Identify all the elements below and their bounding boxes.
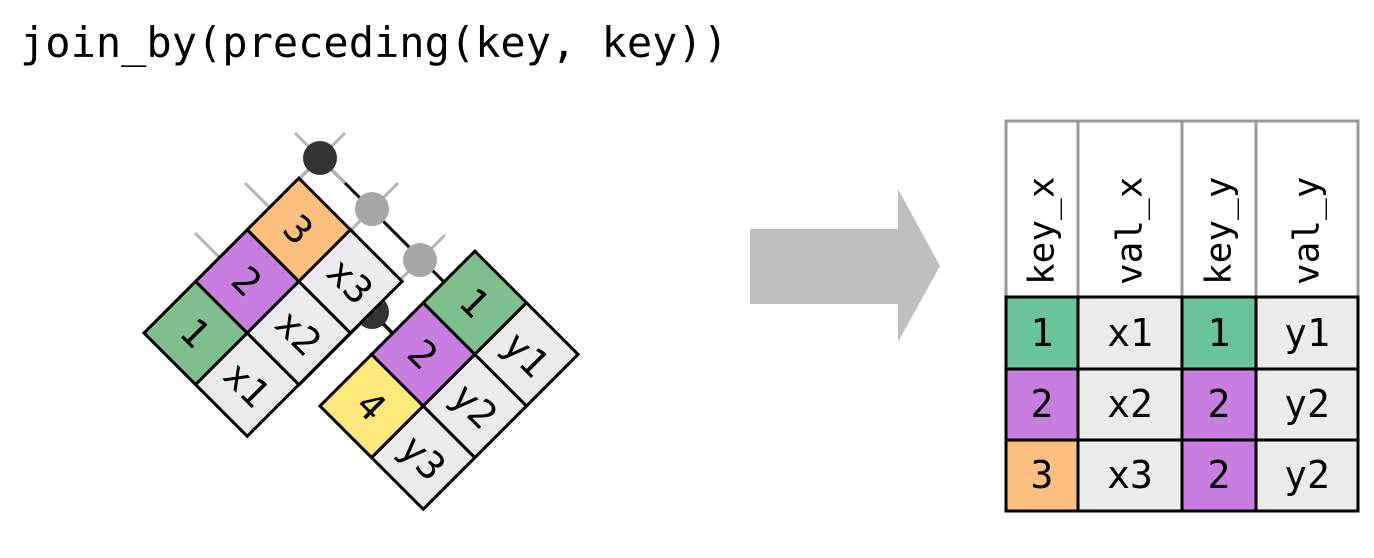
page-title: join_by(preceding(key, key))	[20, 18, 729, 67]
match-dot	[303, 141, 337, 175]
y-table: 4 2 1 y3 y2 y1	[317, 249, 581, 512]
x-table: 1 2 3 x1 x2 x3	[141, 176, 405, 439]
table-cell: 2	[1031, 382, 1054, 426]
x-val-cell	[296, 227, 405, 336]
val-y-cell	[1254, 438, 1360, 513]
table-cell: x2	[1107, 382, 1153, 426]
table-cell: y2	[1284, 453, 1330, 497]
table-cell: x1	[1107, 311, 1153, 355]
table-cell: x3	[1107, 453, 1153, 497]
val-x-cell	[1076, 438, 1184, 513]
table-cell: 2	[1208, 382, 1231, 426]
key-x-cell	[1004, 438, 1080, 513]
table-cell: y1	[1284, 311, 1330, 355]
table-cell: y2	[1284, 382, 1330, 426]
val-y-cell	[1254, 295, 1360, 371]
table-cell: 3	[1031, 453, 1054, 497]
key-y-cell	[1180, 438, 1258, 513]
output-header-row	[1004, 119, 1360, 299]
y-val-cell	[472, 300, 581, 409]
match-dot-light	[355, 192, 389, 226]
table-cell: 2	[1208, 453, 1231, 497]
val-x-cell	[1076, 367, 1184, 442]
table-cell: 1	[1031, 311, 1054, 355]
column-header-val-y: val_y	[1287, 177, 1328, 285]
arrow-right-icon	[750, 189, 940, 342]
output-table: key_x val_x key_y val_y 1 x1 1 y1 2 x	[1004, 119, 1360, 513]
table-cell: 1	[1208, 311, 1231, 355]
column-header-key-x: key_x	[1022, 177, 1063, 285]
column-header-val-x: val_x	[1110, 177, 1151, 285]
match-dot-light	[403, 243, 437, 277]
column-header-key-y: key_y	[1199, 177, 1240, 285]
key-x-cell	[1004, 367, 1080, 442]
